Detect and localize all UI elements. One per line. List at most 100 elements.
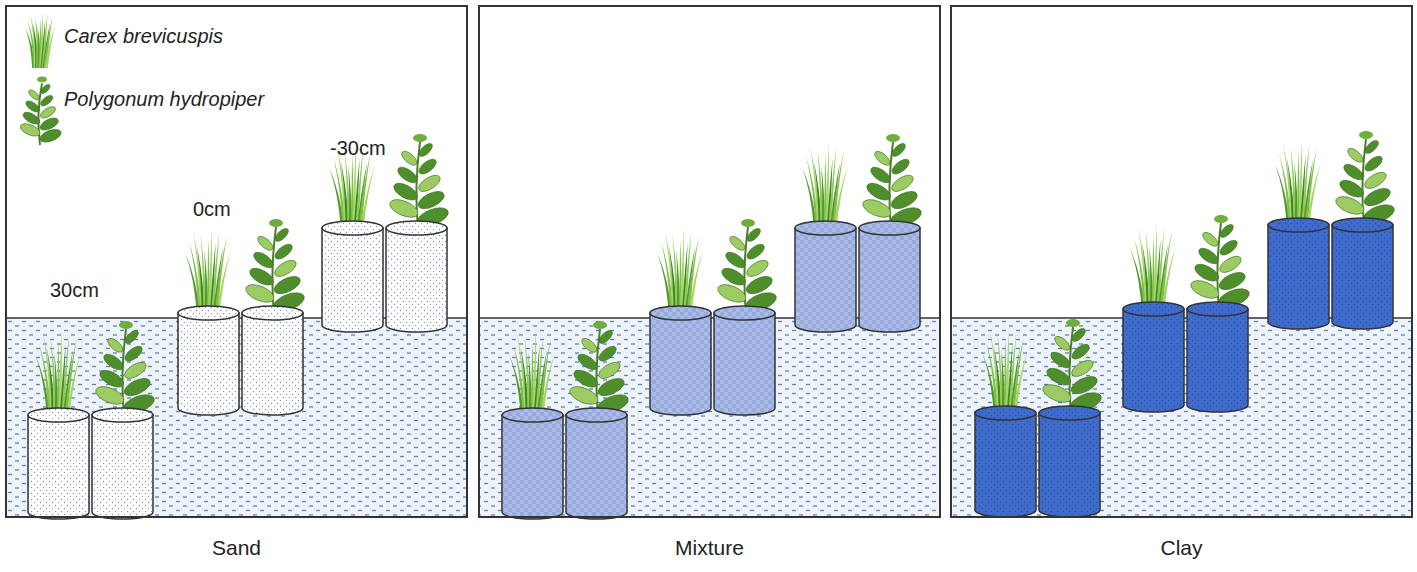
pot-pair bbox=[1123, 215, 1252, 412]
leaf bbox=[273, 226, 290, 243]
leaf bbox=[593, 321, 607, 329]
leaf bbox=[391, 180, 420, 204]
sedge-blade bbox=[538, 338, 551, 417]
leaf bbox=[269, 219, 283, 227]
leaf bbox=[251, 249, 275, 271]
leaf bbox=[24, 99, 41, 114]
pot bbox=[28, 415, 89, 519]
sedge-blade bbox=[688, 251, 703, 315]
leaf bbox=[890, 141, 907, 158]
pot-pair bbox=[650, 219, 779, 415]
leaf bbox=[27, 88, 41, 101]
leaf bbox=[719, 265, 748, 289]
leaf bbox=[417, 141, 434, 158]
leaf bbox=[596, 359, 623, 382]
leaf bbox=[39, 104, 58, 120]
leaf bbox=[864, 180, 893, 204]
leaf bbox=[1069, 373, 1100, 397]
leaf bbox=[1217, 269, 1248, 293]
pot-pair bbox=[795, 134, 924, 332]
sedge-blade bbox=[540, 353, 555, 417]
leaf bbox=[1217, 253, 1244, 276]
leaf bbox=[1345, 146, 1365, 165]
leaf bbox=[596, 375, 627, 399]
pot bbox=[714, 313, 775, 415]
pot-rim bbox=[502, 408, 563, 422]
sedge-blade bbox=[360, 166, 375, 230]
leaf bbox=[399, 149, 419, 168]
leaf bbox=[744, 273, 775, 297]
leaf bbox=[101, 351, 125, 373]
pot-rim bbox=[28, 408, 89, 422]
leaf bbox=[868, 164, 892, 186]
leaf bbox=[122, 359, 149, 382]
legend-text: Polygonum hydropiper bbox=[64, 88, 264, 111]
sedge-blade bbox=[216, 251, 231, 315]
pot-rim bbox=[178, 306, 239, 320]
pot bbox=[1123, 309, 1184, 412]
leaf bbox=[273, 242, 295, 262]
pot-rim bbox=[242, 306, 303, 320]
pot bbox=[178, 313, 239, 415]
leaf bbox=[727, 234, 747, 253]
pot-pair bbox=[1268, 131, 1397, 329]
leaf bbox=[571, 367, 600, 391]
leaf bbox=[723, 249, 747, 271]
pot bbox=[1332, 225, 1393, 329]
leaf bbox=[122, 375, 153, 399]
pot-rim bbox=[1332, 218, 1393, 232]
leaf bbox=[416, 188, 447, 212]
pot bbox=[322, 228, 383, 332]
leaf bbox=[1341, 161, 1365, 183]
leaf bbox=[123, 344, 145, 364]
pot-rim bbox=[386, 221, 447, 235]
depth-label: 0cm bbox=[193, 198, 231, 221]
leaf bbox=[1337, 177, 1366, 201]
sedge-blade bbox=[358, 151, 371, 230]
leaf bbox=[741, 219, 755, 227]
sedge-blade bbox=[686, 236, 699, 315]
pot bbox=[386, 228, 447, 332]
pot-rim bbox=[975, 406, 1036, 420]
leaf bbox=[1218, 222, 1235, 239]
pot bbox=[795, 228, 856, 332]
sedge-blade bbox=[45, 26, 55, 68]
pot bbox=[1187, 309, 1248, 412]
leaf bbox=[745, 226, 762, 243]
leaf bbox=[1362, 185, 1393, 209]
sedge-blade bbox=[214, 236, 227, 315]
pot-rim bbox=[92, 408, 153, 422]
depth-label: -30cm bbox=[330, 137, 386, 160]
leaf bbox=[1359, 131, 1373, 139]
leaf bbox=[1200, 230, 1220, 249]
pot-rim bbox=[650, 306, 711, 320]
pot-pair bbox=[178, 219, 307, 415]
pot-rim bbox=[795, 221, 856, 235]
pot bbox=[1268, 225, 1329, 329]
leaf bbox=[889, 188, 920, 212]
leaf bbox=[1214, 215, 1228, 223]
leaf bbox=[575, 351, 599, 373]
leaf bbox=[579, 336, 599, 355]
leaf bbox=[1070, 342, 1092, 362]
pot-pair bbox=[502, 321, 631, 519]
pot bbox=[975, 413, 1036, 517]
pot-rim bbox=[322, 221, 383, 235]
pot bbox=[650, 313, 711, 415]
leaf bbox=[97, 367, 126, 391]
leaf bbox=[1070, 326, 1087, 343]
pot-pair bbox=[322, 134, 451, 332]
leaf bbox=[21, 110, 41, 127]
leaf bbox=[255, 234, 275, 253]
legend-icons bbox=[18, 11, 62, 145]
leaf bbox=[416, 172, 443, 195]
sedge-blade bbox=[1161, 247, 1176, 311]
sedge-blade bbox=[833, 166, 848, 230]
leaf bbox=[744, 257, 771, 280]
panel-title: Sand bbox=[7, 536, 466, 560]
leaf bbox=[105, 336, 125, 355]
leaf bbox=[1192, 261, 1221, 285]
sedge-blade bbox=[66, 353, 81, 417]
leaf bbox=[119, 321, 133, 329]
